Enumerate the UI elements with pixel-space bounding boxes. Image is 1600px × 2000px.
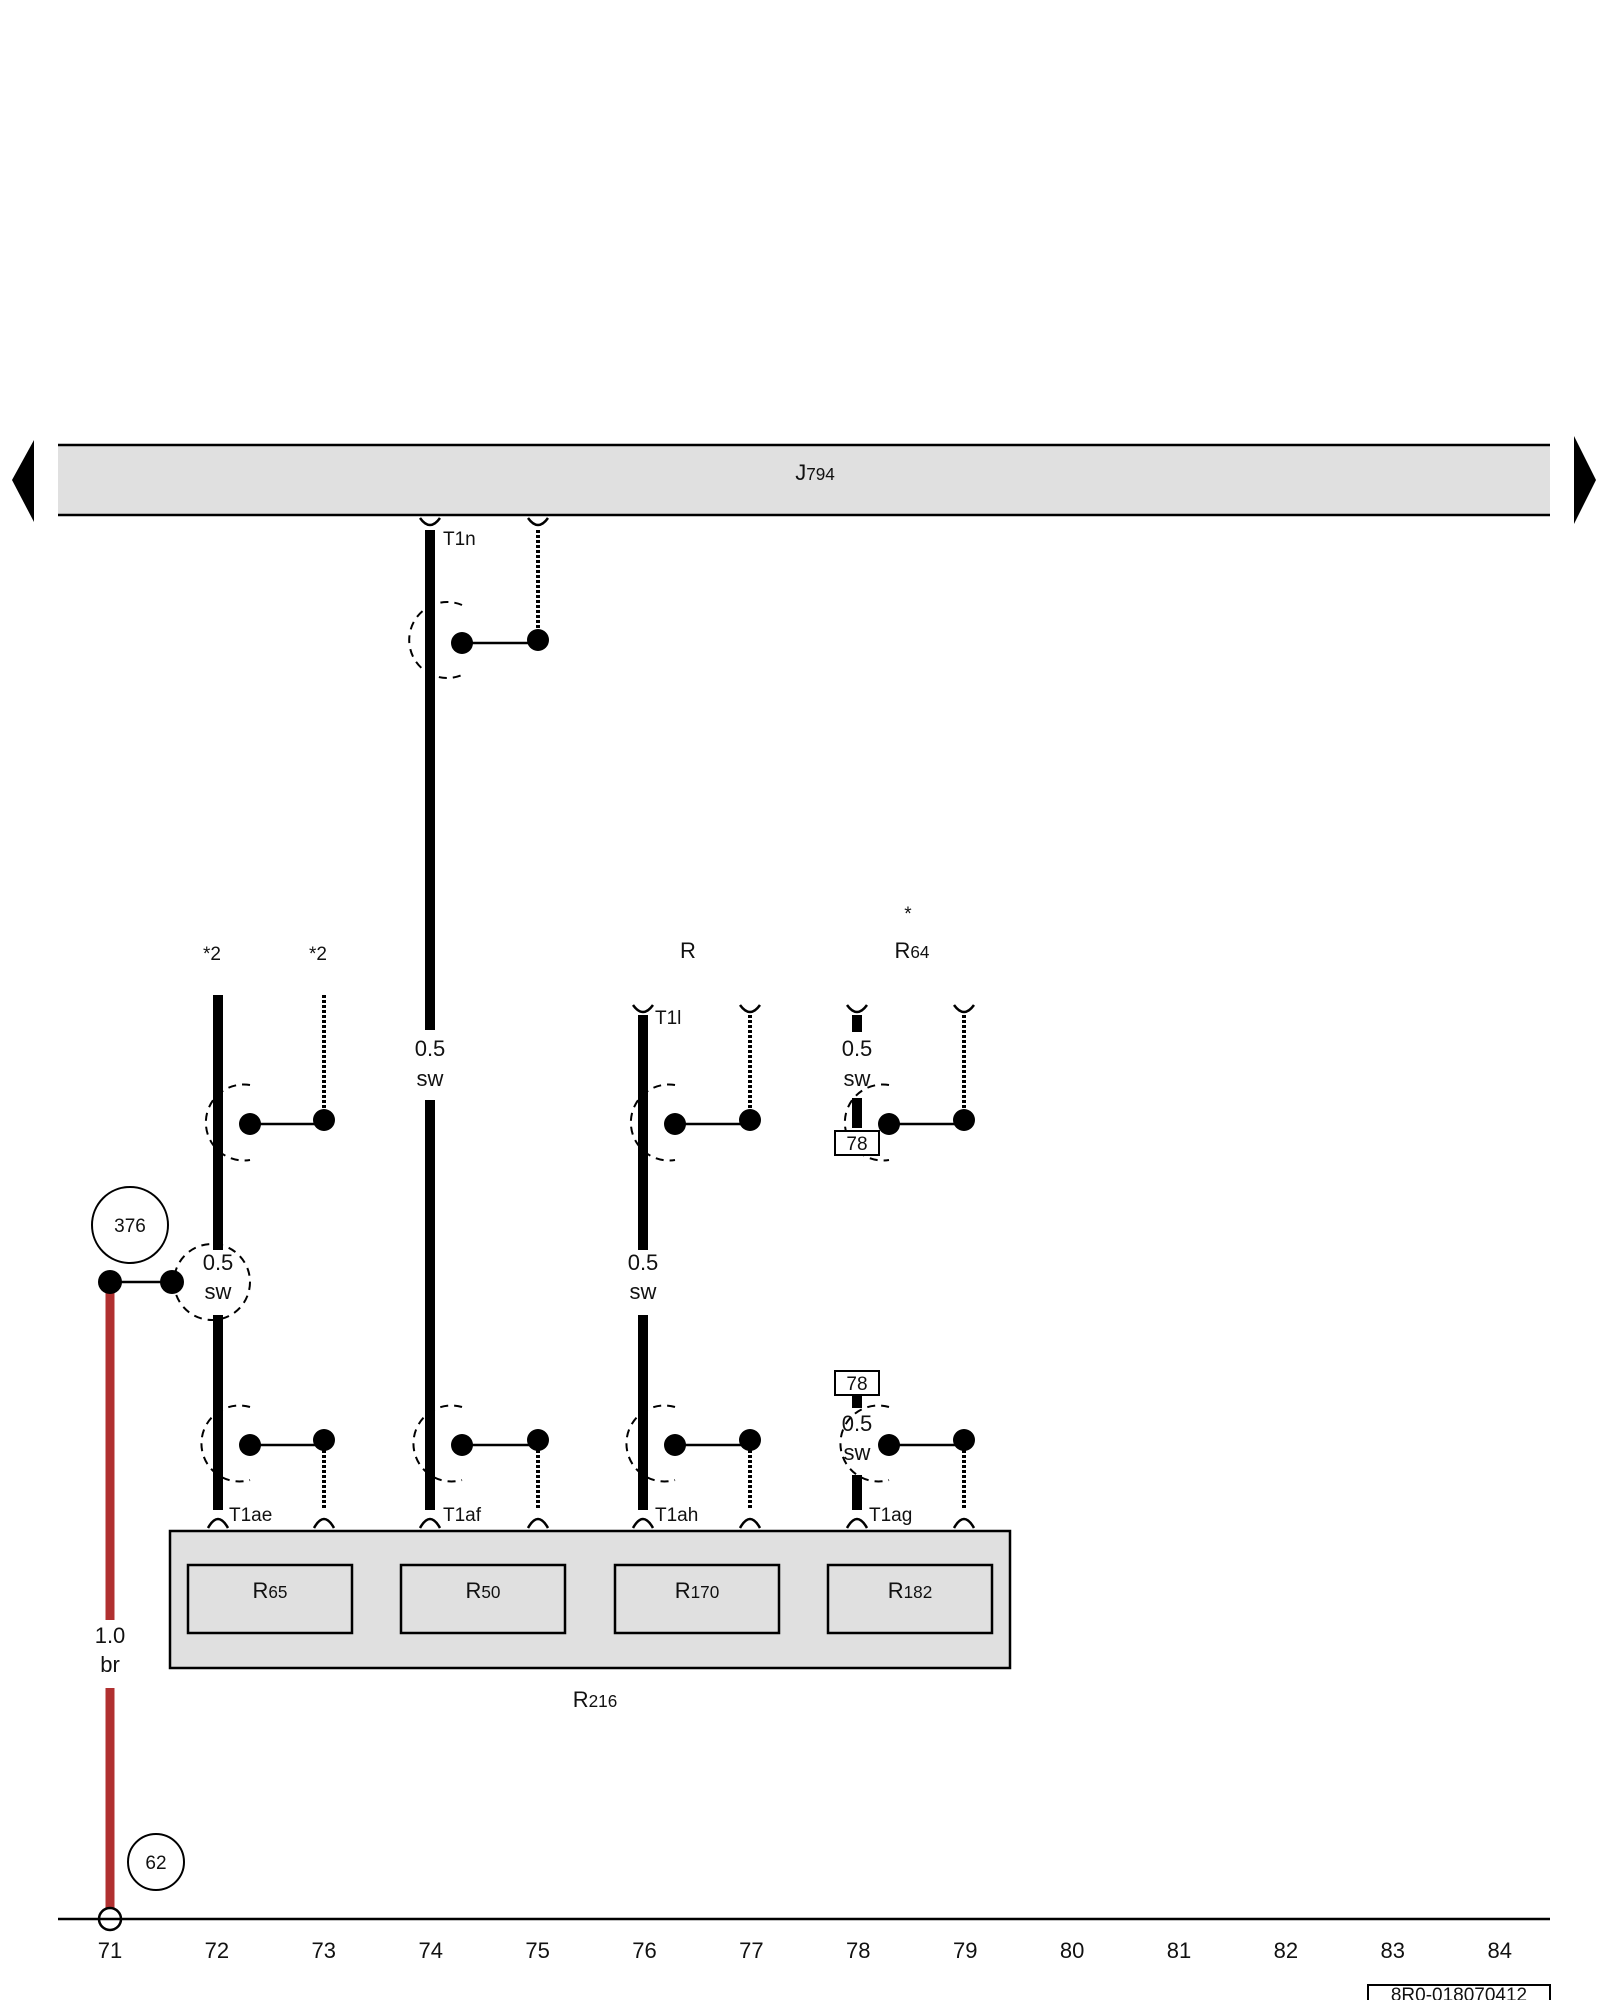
column-number: 80 <box>1060 1938 1084 1963</box>
reference-label-78-lower: 78 <box>846 1374 867 1395</box>
drawing-id-box <box>1367 1984 1551 2000</box>
wire-column-74: 0.5 sw T1n T1af <box>408 529 549 1526</box>
column-number: 81 <box>1167 1938 1191 1963</box>
wire-size-label: 1.0 <box>95 1623 126 1648</box>
ground-point-376 <box>91 1186 169 1264</box>
ground-point-376-label: 376 <box>114 1216 146 1237</box>
wire-column-78: * R64 0.5 sw 78 78 0.5 sw T1ag <box>834 904 975 1526</box>
reference-box-78-lower <box>834 1370 880 1396</box>
wire-size-label: 0.5 <box>203 1250 234 1275</box>
column-number: 73 <box>312 1938 336 1963</box>
column-number: 74 <box>418 1938 442 1963</box>
group-label-r64-asterisk: * <box>904 904 912 925</box>
column-number: 82 <box>1274 1938 1298 1963</box>
wire-size-label: 0.5 <box>628 1250 659 1275</box>
ground-wire: 1.0 br 376 62 <box>91 1186 185 1932</box>
component-r50-box <box>399 1563 567 1635</box>
column-number: 77 <box>739 1938 763 1963</box>
column-number: 71 <box>98 1938 122 1963</box>
module-label: R216 <box>573 1687 618 1712</box>
left-continuation-arrow-icon <box>12 440 34 522</box>
right-continuation-arrow-icon <box>1574 436 1596 524</box>
wire-column-72: *2 0.5 sw T1ae <box>110 944 335 1526</box>
drawing-id: 8R0-018070412 <box>1391 1985 1527 2000</box>
component-r182-box <box>826 1563 994 1635</box>
component-r170-box <box>613 1563 781 1635</box>
group-label-72: *2 <box>203 944 221 965</box>
column-number: 75 <box>525 1938 549 1963</box>
component-r65-label: R65 <box>253 1578 288 1603</box>
wire-color-label: sw <box>844 1066 871 1091</box>
group-label-r64: R64 <box>895 938 930 963</box>
bottom-connector-pins <box>206 1517 976 1529</box>
component-r50-label: R50 <box>466 1578 501 1603</box>
group-label-73: *2 <box>309 944 327 965</box>
group-label-r: R <box>680 938 696 963</box>
wire-column-77 <box>738 1004 762 1510</box>
column-number: 84 <box>1487 1938 1511 1963</box>
wire-color-label: sw <box>205 1279 232 1304</box>
reference-box-78-upper <box>834 1130 880 1156</box>
wire-column-79 <box>952 1004 976 1510</box>
wire-column-73: *2 <box>309 944 327 1510</box>
component-r182-label: R182 <box>888 1578 933 1603</box>
wire-color-label: sw <box>844 1440 871 1465</box>
wire-column-76: R T1l 0.5 sw T1ah <box>625 938 761 1526</box>
wire-size-label: 0.5 <box>842 1036 873 1061</box>
connector-label-t1af: T1af <box>443 1505 482 1526</box>
wire-color-label: sw <box>417 1066 444 1091</box>
component-r170-label: R170 <box>675 1578 720 1603</box>
ground-point-62-label: 62 <box>145 1853 166 1874</box>
connector-label-t1n: T1n <box>443 529 476 550</box>
column-number: 78 <box>846 1938 870 1963</box>
column-number: 79 <box>953 1938 977 1963</box>
wire-color-label: br <box>100 1652 120 1677</box>
connector-label-t1ah: T1ah <box>655 1505 698 1526</box>
connector-label-t1ae: T1ae <box>229 1505 272 1526</box>
component-r65-box <box>186 1563 354 1635</box>
column-numbers: 71 72 73 74 75 76 77 78 79 80 81 82 83 84 <box>98 1938 1512 1963</box>
module-r216: R65 R50 R170 R182 R216 <box>168 1529 1012 1712</box>
control-unit-j794: J794 <box>12 436 1596 524</box>
control-unit-label: J794 <box>795 460 835 485</box>
wire-size-label: 0.5 <box>415 1036 446 1061</box>
connector-label-t1ag: T1ag <box>869 1505 912 1526</box>
column-number: 76 <box>632 1938 656 1963</box>
connector-label-t1l: T1l <box>655 1008 681 1029</box>
column-number: 83 <box>1381 1938 1405 1963</box>
column-number: 72 <box>205 1938 229 1963</box>
wire-color-label: sw <box>630 1279 657 1304</box>
reference-label-78-upper: 78 <box>846 1134 867 1155</box>
control-unit-bar <box>58 445 1550 515</box>
ground-point-62 <box>127 1833 185 1891</box>
top-connector-pins <box>418 517 550 527</box>
